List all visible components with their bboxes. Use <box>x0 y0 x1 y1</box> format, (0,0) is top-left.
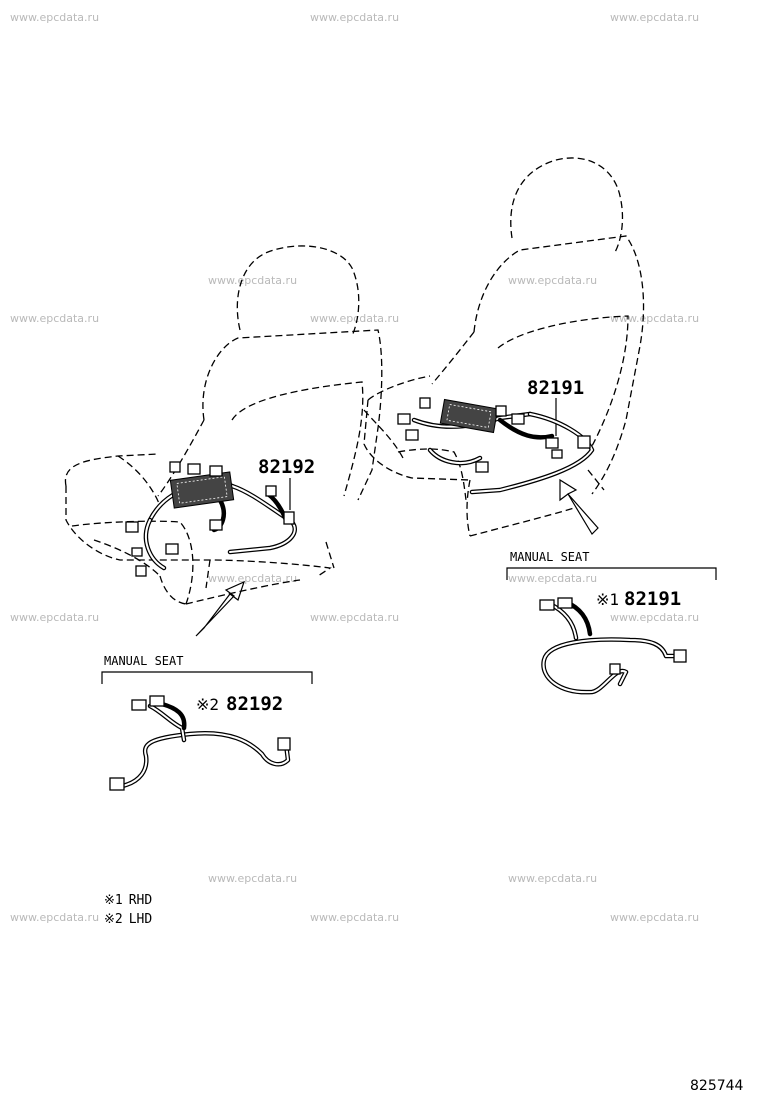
diagram-id: 825744 <box>690 1078 744 1094</box>
watermarks: www.epcdata.ru www.epcdata.ru www.epcdat… <box>10 11 699 924</box>
left-seat-harness <box>125 461 297 637</box>
watermark: www.epcdata.ru <box>208 572 297 585</box>
watermark: www.epcdata.ru <box>310 312 399 325</box>
watermark: www.epcdata.ru <box>508 872 597 885</box>
part-number-82191: 82191 <box>527 377 584 399</box>
watermark: www.epcdata.ru <box>610 911 699 924</box>
manual-left-mark: ※2 <box>196 695 219 714</box>
right-seat-harness <box>397 397 595 495</box>
manual-right-mark: ※1 <box>596 590 619 609</box>
watermark: www.epcdata.ru <box>10 312 99 325</box>
watermark: www.epcdata.ru <box>208 274 297 287</box>
watermark: www.epcdata.ru <box>508 274 597 287</box>
left-seat-illustration <box>64 245 383 605</box>
manual-left-part-number: 82192 <box>226 693 283 715</box>
manual-seat-right-section: MANUAL SEAT ※1 82191 <box>506 550 717 695</box>
manual-seat-right-label: MANUAL SEAT <box>510 550 589 564</box>
watermark: www.epcdata.ru <box>10 11 99 24</box>
watermark: www.epcdata.ru <box>610 11 699 24</box>
part-number-82192: 82192 <box>258 456 315 478</box>
manual-right-part-number: 82191 <box>624 588 681 610</box>
manual-seat-left-section: MANUAL SEAT ※2 82192 <box>101 654 313 791</box>
watermark: www.epcdata.ru <box>208 872 297 885</box>
watermark: www.epcdata.ru <box>10 611 99 624</box>
watermark: www.epcdata.ru <box>610 312 699 325</box>
watermark: www.epcdata.ru <box>610 611 699 624</box>
watermark: www.epcdata.ru <box>310 911 399 924</box>
watermark: www.epcdata.ru <box>310 11 399 24</box>
watermark: www.epcdata.ru <box>508 572 597 585</box>
manual-seat-left-label: MANUAL SEAT <box>104 654 183 668</box>
watermark: www.epcdata.ru <box>10 911 99 924</box>
watermark: www.epcdata.ru <box>310 611 399 624</box>
right-seat-illustration <box>363 157 645 537</box>
